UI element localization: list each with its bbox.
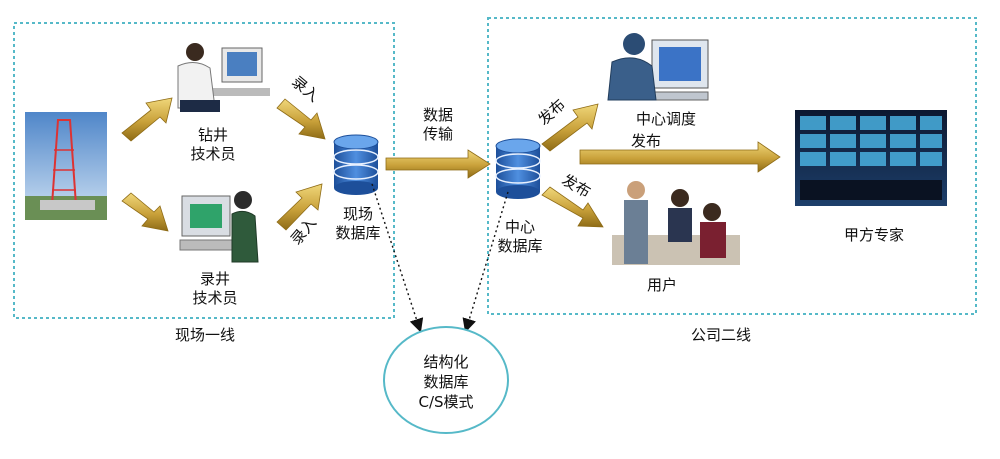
arrow-centerdb-to-experts (579, 141, 781, 173)
experts-label: 甲方专家 (843, 226, 904, 244)
dotted-link-centerdb-structured (462, 191, 509, 333)
structured-database-label: 结构化 数据库 C/S模式 (418, 353, 474, 411)
logging-technician-label: 录井 技术员 (192, 270, 238, 307)
users-meeting-icon (612, 181, 740, 265)
arrow-rig-to-logging (121, 192, 169, 232)
logging-technician-icon (179, 191, 259, 263)
dispatch-label: 中心调度 (635, 110, 696, 128)
region-site-label: 现场一线 (174, 326, 235, 344)
arrow-drilling-to-sitedb (276, 98, 326, 140)
arrow-sitedb-to-centerdb (385, 149, 491, 179)
publish-experts-label: 发布 (630, 132, 661, 150)
arrow-centerdb-to-dispatch (541, 103, 599, 152)
control-room-screens-icon (795, 110, 947, 206)
region-site-box (13, 22, 395, 319)
arrow-logging-to-sitedb (276, 183, 323, 231)
drilling-technician-icon (177, 43, 270, 112)
site-database-label: 现场 数据库 (335, 205, 381, 242)
arrow-centerdb-to-users (541, 186, 604, 228)
center-database-icon (495, 138, 541, 199)
users-label: 用户 (646, 276, 677, 294)
site-database-icon (333, 134, 379, 195)
region-company-box (487, 17, 977, 315)
dispatcher-headset-icon (607, 33, 709, 101)
dotted-link-sitedb-structured (371, 183, 424, 333)
arrow-rig-to-drilling (121, 97, 173, 142)
center-database-label: 中心 数据库 (497, 218, 543, 255)
transfer-label: 数据 传输 (422, 106, 453, 143)
region-company-label: 公司二线 (690, 326, 751, 344)
drilling-rig-photo-icon (25, 112, 107, 220)
structured-database-ellipse (383, 326, 509, 434)
drilling-technician-label: 钻井 技术员 (190, 126, 236, 163)
